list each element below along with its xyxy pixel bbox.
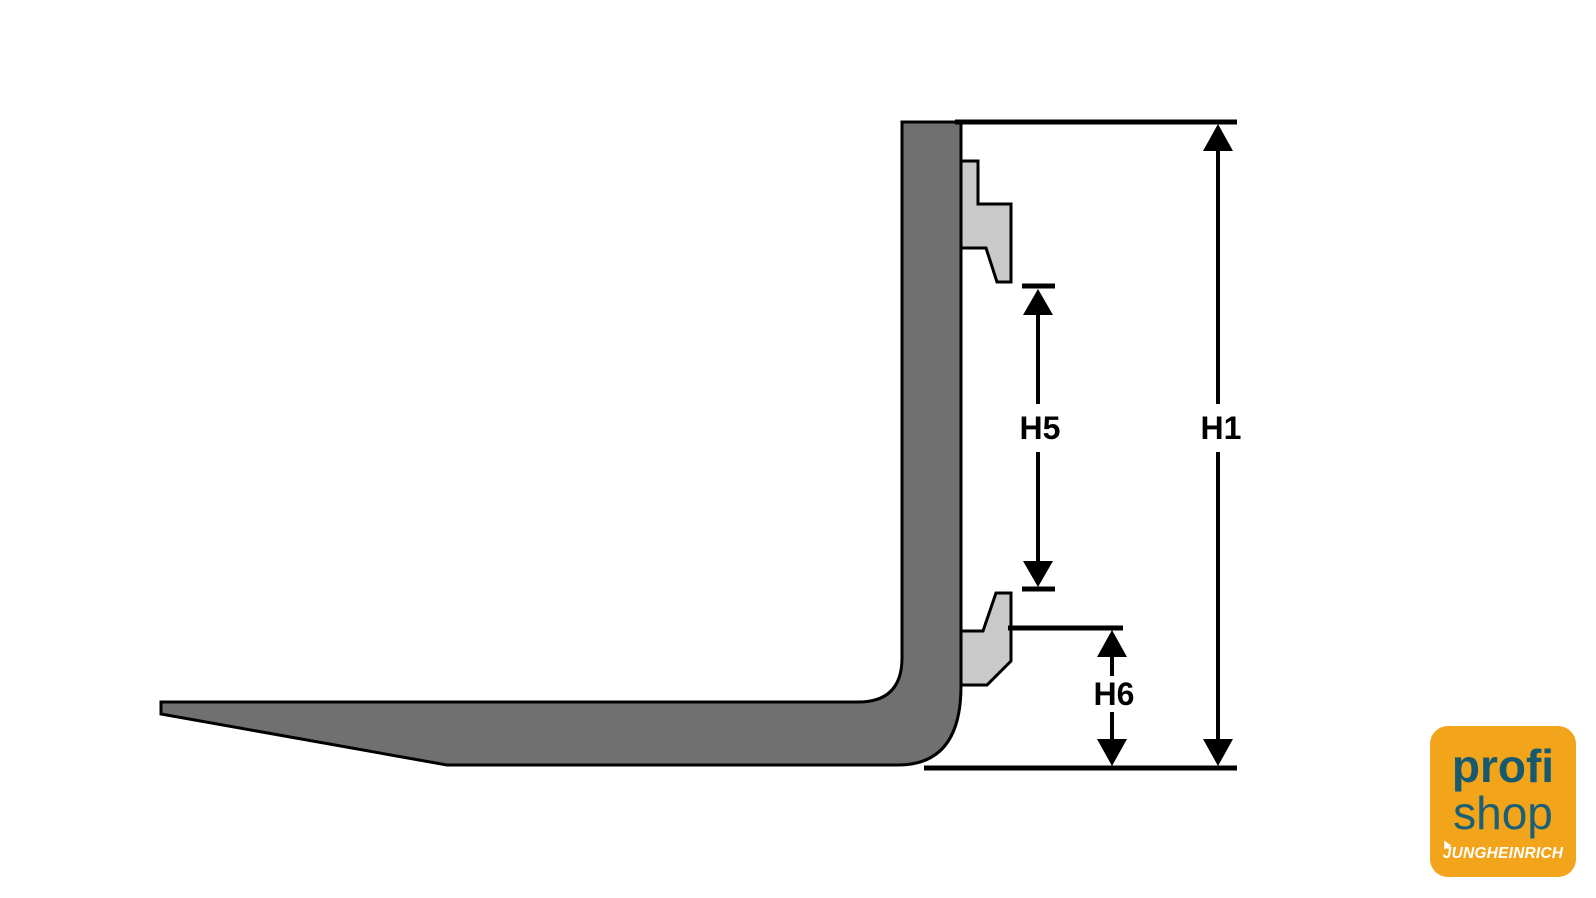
logo-profi-text: profi — [1451, 740, 1555, 792]
logo-shop-text: shop — [1453, 787, 1553, 839]
h6-arrow-down-icon — [1097, 739, 1127, 766]
fork-profile-shape — [159, 120, 963, 767]
logo-brand-text: JUNGHEINRICH — [1440, 838, 1564, 862]
h6-label: H6 — [1094, 676, 1135, 712]
h5-label: H5 — [1020, 410, 1061, 446]
h6-arrow-up-icon — [1097, 630, 1127, 657]
lower-hook-shape — [959, 591, 1013, 687]
profishop-logo: profi shop JUNGHEINRICH — [1430, 726, 1576, 877]
h1-arrow-up-icon — [1203, 124, 1233, 151]
upper-hook-shape — [959, 159, 1013, 284]
h5-arrow-down-icon — [1023, 561, 1053, 587]
dimension-h6: H6 — [1094, 630, 1135, 766]
h1-label: H1 — [1201, 410, 1242, 446]
dimension-h1: H1 — [1201, 124, 1242, 766]
h1-arrow-down-icon — [1203, 739, 1233, 766]
dimension-h5: H5 — [1020, 283, 1061, 592]
jungheinrich-wordmark: JUNGHEINRICH — [1442, 845, 1564, 862]
h5-arrow-up-icon — [1023, 289, 1053, 315]
